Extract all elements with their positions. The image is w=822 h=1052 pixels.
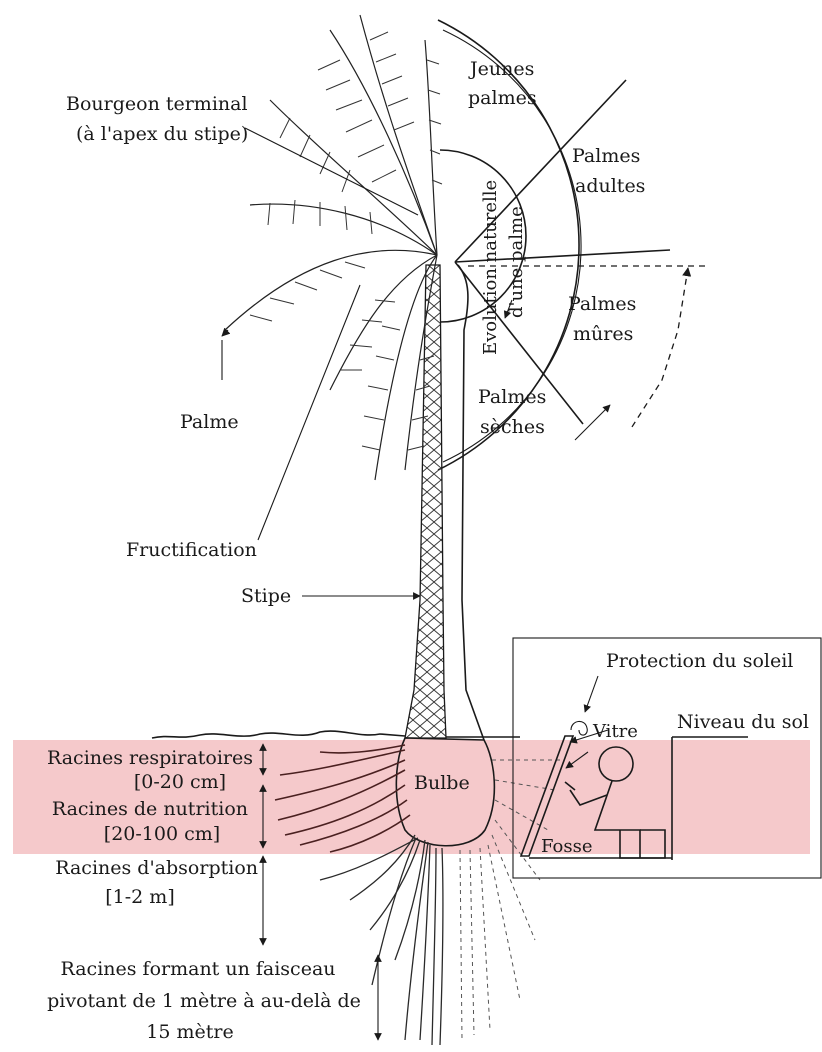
label-bulbe: Bulbe [414,772,470,794]
leader-lines [222,128,420,596]
label-evolution-naturelle: Evolution naturelle [480,180,501,355]
label-palmes-mures: Palmes [568,293,636,315]
label-racines-faisceau: Racines formant un faisceau [60,958,335,980]
label-palmes-adultes-2: adultes [575,175,645,197]
label-palmes-seches: Palmes [478,386,546,408]
label-protection-soleil: Protection du soleil [606,650,793,672]
label-racines-absorption: Racines d'absorption [55,857,258,879]
label-bourgeon-terminal: Bourgeon terminal [66,93,248,115]
label-palmes-mures-2: mûres [573,323,633,345]
label-palmes-adultes: Palmes [572,145,640,167]
label-palmes-seches-2: sèches [480,416,545,438]
palm-crown [222,15,442,480]
label-bourgeon-terminal-sub: (à l'apex du stipe) [76,123,248,145]
label-racines-respiratoires-depth: [0-20 cm] [134,771,226,793]
label-niveau-sol: Niveau du sol [677,711,809,733]
label-vitre: Vitre [592,721,638,742]
palm-trunk [405,265,484,740]
label-racines-absorption-depth: [1-2 m] [105,886,174,908]
label-jeunes-palmes: Jeunes [468,58,534,80]
label-racines-nutrition: Racines de nutrition [52,798,248,820]
label-palme: Palme [180,411,239,433]
label-evolution-palme: d'une palme [506,206,527,318]
label-fructification: Fructification [126,539,257,561]
label-racines-faisceau-3: 15 mètre [146,1021,233,1043]
label-jeunes-palmes-2: palmes [468,87,537,109]
label-racines-respiratoires: Racines respiratoires [47,747,253,769]
label-racines-faisceau-2: pivotant de 1 mètre à au-delà de [47,990,361,1012]
label-racines-nutrition-depth: [20-100 cm] [104,823,220,845]
label-fosse: Fosse [541,836,592,857]
label-stipe: Stipe [241,585,291,607]
